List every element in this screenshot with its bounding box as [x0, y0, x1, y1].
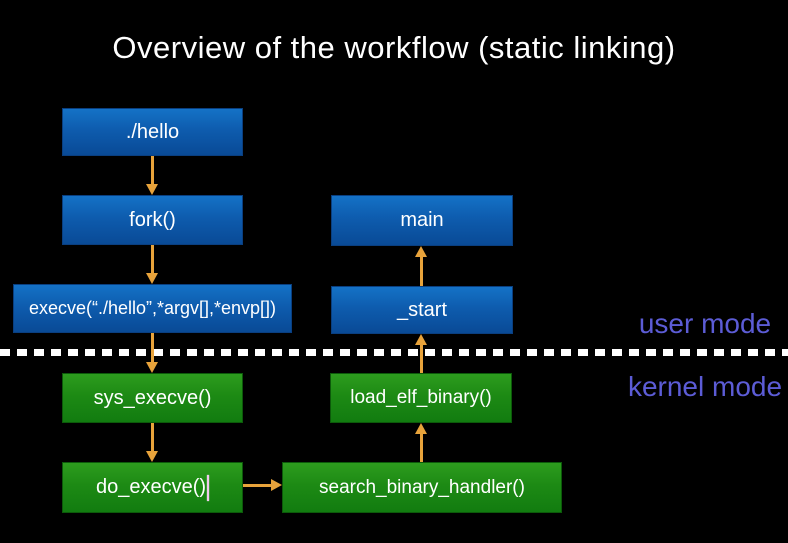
node-execve-label: execve(“./hello”,*argv[],*envp[]) — [28, 298, 277, 318]
node-sys-execve: sys_execve() — [62, 373, 243, 423]
node-sys-execve-label: sys_execve() — [93, 386, 212, 409]
node-do-execve-label: do_execve() — [95, 476, 207, 498]
arrow-load-elf-binary-to-start — [415, 334, 428, 373]
user-kernel-divider — [0, 349, 788, 356]
node-hello: ./hello — [62, 108, 243, 156]
node-start: _start — [331, 286, 513, 334]
node-load-elf-binary-label: load_elf_binary() — [350, 387, 492, 408]
node-search-binary-handler-label: search_binary_handler() — [319, 476, 525, 498]
node-hello-label: ./hello — [125, 120, 180, 143]
arrow-do-execve-to-search-binary-handler — [243, 479, 282, 492]
node-do-execve: do_execve() — [62, 462, 243, 513]
node-start-label: _start — [396, 298, 448, 321]
node-main-label: main — [400, 209, 444, 231]
text-caret — [207, 474, 210, 501]
arrow-start-to-main — [415, 246, 428, 286]
node-execve: execve(“./hello”,*argv[],*envp[]) — [13, 284, 292, 333]
arrow-fork-to-execve — [146, 245, 159, 284]
arrow-hello-to-fork — [146, 156, 159, 195]
kernel-mode-label: kernel mode — [627, 371, 783, 402]
arrow-sys-execve-to-do-execve — [146, 423, 159, 462]
arrow-search-binary-handler-to-load-elf-binary — [415, 423, 428, 462]
node-search-binary-handler: search_binary_handler() — [282, 462, 562, 513]
arrow-execve-to-sys-execve — [146, 333, 159, 373]
node-fork-label: fork() — [129, 208, 176, 231]
user-mode-label: user mode — [638, 308, 772, 339]
node-load-elf-binary: load_elf_binary() — [330, 373, 512, 423]
slide-title: Overview of the workflow (static linking… — [112, 30, 676, 65]
node-main: main — [331, 195, 513, 246]
node-fork: fork() — [62, 195, 243, 245]
